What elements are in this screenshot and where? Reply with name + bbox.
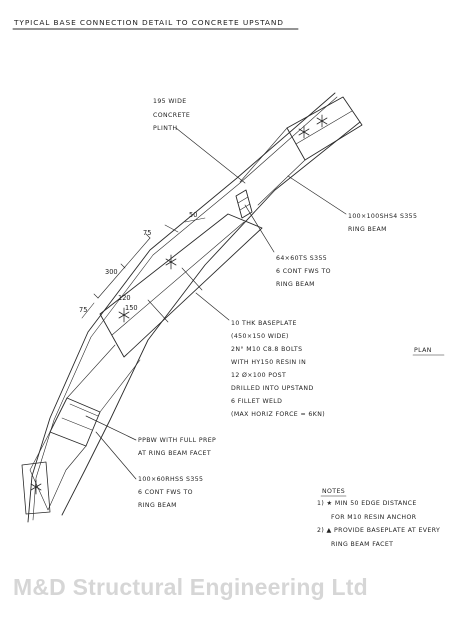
- dim-300: 300: [105, 268, 118, 276]
- svg-text:2N° M10 C8.8 BOLTS: 2N° M10 C8.8 BOLTS: [231, 345, 302, 353]
- svg-text:6 CONT FWS TO: 6 CONT FWS TO: [138, 489, 193, 496]
- bolt-star-upper: [165, 254, 177, 270]
- drawing-title: TYPICAL BASE CONNECTION DETAIL TO CONCRE…: [13, 18, 284, 27]
- callout-ppbw: PPBW WITH FULL PREP AT RING BEAM FACET: [138, 437, 216, 457]
- callout-baseplate: 10 THK BASEPLATE (450×150 WIDE) 2N° M10 …: [231, 320, 325, 418]
- svg-text:12 Ø×100 POST: 12 Ø×100 POST: [231, 371, 286, 379]
- dim-75-bottom: 75: [79, 306, 87, 314]
- dim-150: 150: [125, 304, 138, 312]
- callout-cleat: 64×60TS S355 6 CONT FWS TO RING BEAM: [276, 255, 331, 288]
- dim-75-top: 75: [143, 229, 151, 237]
- svg-text:RING BEAM: RING BEAM: [276, 281, 315, 288]
- callout-plinth: 195 WIDE CONCRETE PLINTH: [153, 98, 190, 132]
- note-2-cont: RING BEAM FACET: [331, 541, 393, 548]
- svg-text:6 CONT FWS TO: 6 CONT FWS TO: [276, 268, 331, 275]
- svg-text:6 FILLET WELD: 6 FILLET WELD: [231, 398, 282, 405]
- baseplate: [99, 213, 263, 358]
- plan-label: PLAN: [414, 347, 432, 354]
- svg-text:AT RING BEAM FACET: AT RING BEAM FACET: [138, 450, 211, 457]
- svg-text:(450×150 WIDE): (450×150 WIDE): [231, 333, 289, 340]
- ring-beam-upper: [239, 96, 363, 206]
- note-2: 2) ▲ PROVIDE BASEPLATE AT EVERY: [317, 527, 440, 534]
- svg-text:100×60RHSS S355: 100×60RHSS S355: [138, 476, 203, 483]
- dim-120: 120: [118, 294, 131, 302]
- svg-text:64×60TS S355: 64×60TS S355: [276, 255, 327, 262]
- bolt-star-lower: [118, 307, 130, 323]
- company-watermark: M&D Structural Engineering Ltd: [13, 574, 368, 600]
- notes-heading: NOTES: [322, 488, 345, 495]
- bottom-plate: [21, 461, 51, 515]
- cleat-at-facet: [235, 189, 253, 219]
- callout-leaders: [85, 127, 347, 480]
- svg-text:PPBW WITH FULL PREP: PPBW WITH FULL PREP: [138, 437, 216, 444]
- dim-50: 50: [189, 211, 197, 219]
- svg-text:RING BEAM: RING BEAM: [348, 226, 387, 233]
- svg-text:CONCRETE: CONCRETE: [153, 112, 190, 119]
- svg-text:PLINTH: PLINTH: [153, 125, 177, 132]
- svg-text:(MAX HORIZ FORCE = 6KN): (MAX HORIZ FORCE = 6KN): [231, 411, 325, 418]
- svg-text:DRILLED INTO UPSTAND: DRILLED INTO UPSTAND: [231, 385, 314, 392]
- svg-text:RING BEAM: RING BEAM: [138, 502, 177, 509]
- callout-lower-beam: 100×60RHSS S355 6 CONT FWS TO RING BEAM: [138, 476, 203, 509]
- svg-text:195 WIDE: 195 WIDE: [153, 98, 187, 105]
- svg-text:WITH HY150 RESIN IN: WITH HY150 RESIN IN: [231, 359, 306, 366]
- note-1-cont: FOR M10 RESIN ANCHOR: [331, 514, 417, 521]
- concrete-plinth-outline: [27, 92, 361, 523]
- note-1: 1) ★ MIN 50 EDGE DISTANCE: [317, 500, 417, 507]
- dimensions: [81, 217, 206, 319]
- svg-text:10 THK BASEPLATE: 10 THK BASEPLATE: [231, 320, 297, 327]
- anchor-star-upper: [298, 114, 328, 139]
- callout-ring-beam: 100×100SHS4 S355 RING BEAM: [348, 213, 417, 233]
- svg-text:100×100SHS4 S355: 100×100SHS4 S355: [348, 213, 417, 220]
- ring-beam-lower: [29, 344, 141, 511]
- notes-block: NOTES 1) ★ MIN 50 EDGE DISTANCE FOR M10 …: [317, 488, 440, 548]
